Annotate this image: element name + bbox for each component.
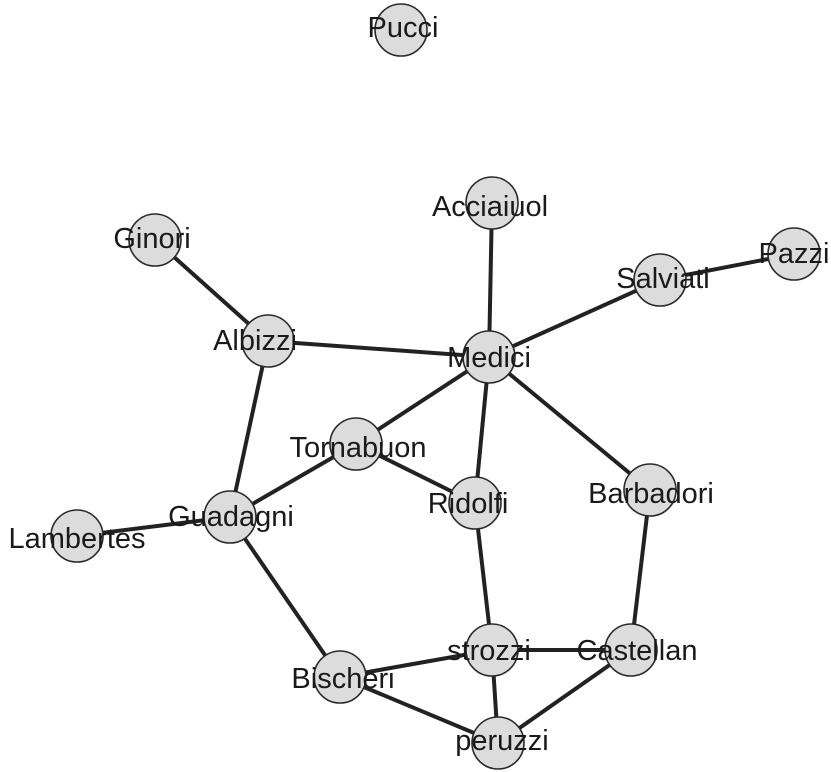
node-label-salviati: Salviati	[616, 263, 710, 295]
node-pucci[interactable]: Pucci	[368, 3, 439, 57]
node-salviati[interactable]: Salviati	[616, 253, 710, 307]
node-circle-ridolfi[interactable]	[448, 476, 502, 530]
node-ridolfi[interactable]: Ridolfi	[428, 476, 509, 530]
node-strozzi[interactable]: strozzi	[447, 623, 531, 677]
node-label-bischeri: Bischeri	[291, 663, 394, 695]
node-label-lambertes: Lambertes	[8, 523, 145, 555]
node-acciaiuol[interactable]: Acciaiuol	[432, 176, 548, 230]
node-label-albizzi: Albizzi	[213, 325, 297, 357]
node-medici[interactable]: Medici	[447, 330, 531, 384]
node-barbadori[interactable]: Barbadori	[588, 463, 714, 517]
edge-bischeri-peruzzi	[338, 675, 500, 745]
node-circle-bischeri[interactable]	[313, 650, 367, 704]
node-pazzi[interactable]: Pazzi	[759, 227, 830, 281]
node-bischeri[interactable]: Bischeri	[291, 650, 395, 704]
node-label-pazzi: Pazzi	[759, 238, 830, 270]
node-label-ginori: Ginori	[113, 223, 190, 255]
node-circle-strozzi[interactable]	[465, 623, 519, 677]
node-circle-lambertes[interactable]	[50, 509, 104, 563]
node-label-peruzzi: peruzzi	[455, 725, 549, 757]
node-label-pucci: Pucci	[368, 12, 439, 44]
node-circle-salviati[interactable]	[633, 253, 687, 307]
node-circle-albizzi[interactable]	[241, 314, 295, 368]
node-circle-pucci[interactable]	[374, 3, 428, 57]
node-circle-peruzzi[interactable]	[471, 716, 525, 770]
node-circle-guadagni[interactable]	[203, 490, 257, 544]
edge-castellan-peruzzi	[496, 648, 633, 745]
node-label-acciaiuol: Acciaiuol	[432, 191, 548, 223]
node-lambertes[interactable]: Lambertes	[8, 509, 146, 563]
node-guadagni[interactable]: Guadagni	[168, 490, 294, 544]
node-circle-castellan[interactable]	[604, 623, 658, 677]
node-castellan[interactable]: Castellan	[577, 623, 698, 677]
node-label-barbadori: Barbadori	[588, 478, 714, 510]
node-label-castellan: Castellan	[577, 635, 698, 667]
node-circle-acciaiuol[interactable]	[465, 176, 519, 230]
edge-medici-salviati	[487, 278, 662, 359]
node-tornabuon[interactable]: Tornabuon	[289, 417, 427, 471]
node-label-ridolfi: Ridolfi	[428, 488, 509, 520]
node-circle-medici[interactable]	[462, 330, 516, 384]
node-circle-pazzi[interactable]	[767, 227, 821, 281]
node-peruzzi[interactable]: peruzzi	[455, 716, 549, 770]
edge-medici-barbadori	[487, 355, 652, 492]
node-albizzi[interactable]: Albizzi	[213, 314, 297, 368]
node-circle-barbadori[interactable]	[623, 463, 677, 517]
edge-albizzi-medici	[266, 339, 491, 359]
node-label-guadagni: Guadagni	[168, 501, 294, 533]
node-circle-ginori[interactable]	[128, 213, 182, 267]
node-label-strozzi: strozzi	[447, 635, 531, 667]
edge-barbadori-castellan	[629, 488, 652, 652]
edge-albizzi-guadagni	[228, 339, 270, 519]
node-label-medici: Medici	[447, 342, 531, 374]
node-circle-tornabuon[interactable]	[329, 417, 383, 471]
node-ginori[interactable]: Ginori	[113, 213, 191, 267]
node-label-tornabuon: Tornabuon	[289, 432, 426, 464]
edge-guadagni-bischeri	[228, 515, 342, 679]
